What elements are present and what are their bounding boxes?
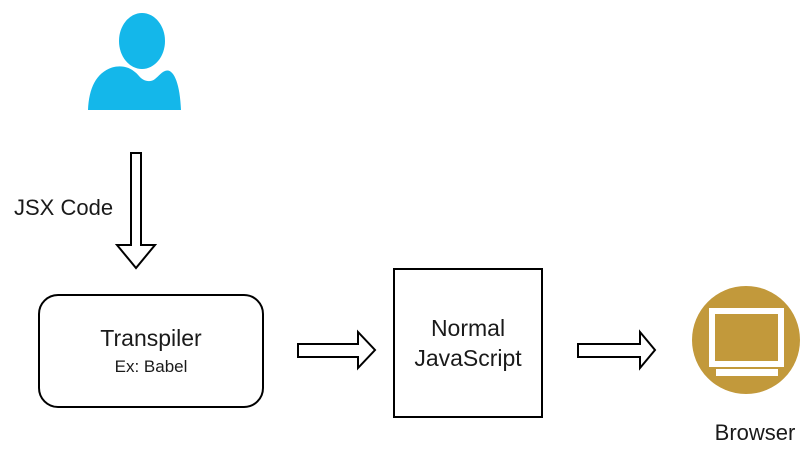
monitor-screen <box>715 314 778 361</box>
normal-javascript-line2: JavaScript <box>414 345 522 371</box>
transpiler-node: Transpiler Ex: Babel <box>38 294 264 408</box>
monitor-base <box>716 369 778 376</box>
down-arrow <box>114 152 158 270</box>
browser-label: Browser <box>714 420 796 445</box>
transpiler-subtitle: Ex: Babel <box>114 357 188 376</box>
right-arrow-2 <box>577 329 657 371</box>
person-icon <box>88 13 181 110</box>
monitor-icon <box>692 286 800 394</box>
person-head <box>119 13 165 69</box>
normal-javascript-node: Normal JavaScript <box>393 268 543 418</box>
normal-javascript-line1: Normal <box>430 315 506 341</box>
transpiler-title: Transpiler <box>100 325 202 351</box>
person-body <box>88 66 181 110</box>
right-arrow-1 <box>297 329 377 371</box>
jsx-code-label: JSX Code <box>14 195 114 220</box>
